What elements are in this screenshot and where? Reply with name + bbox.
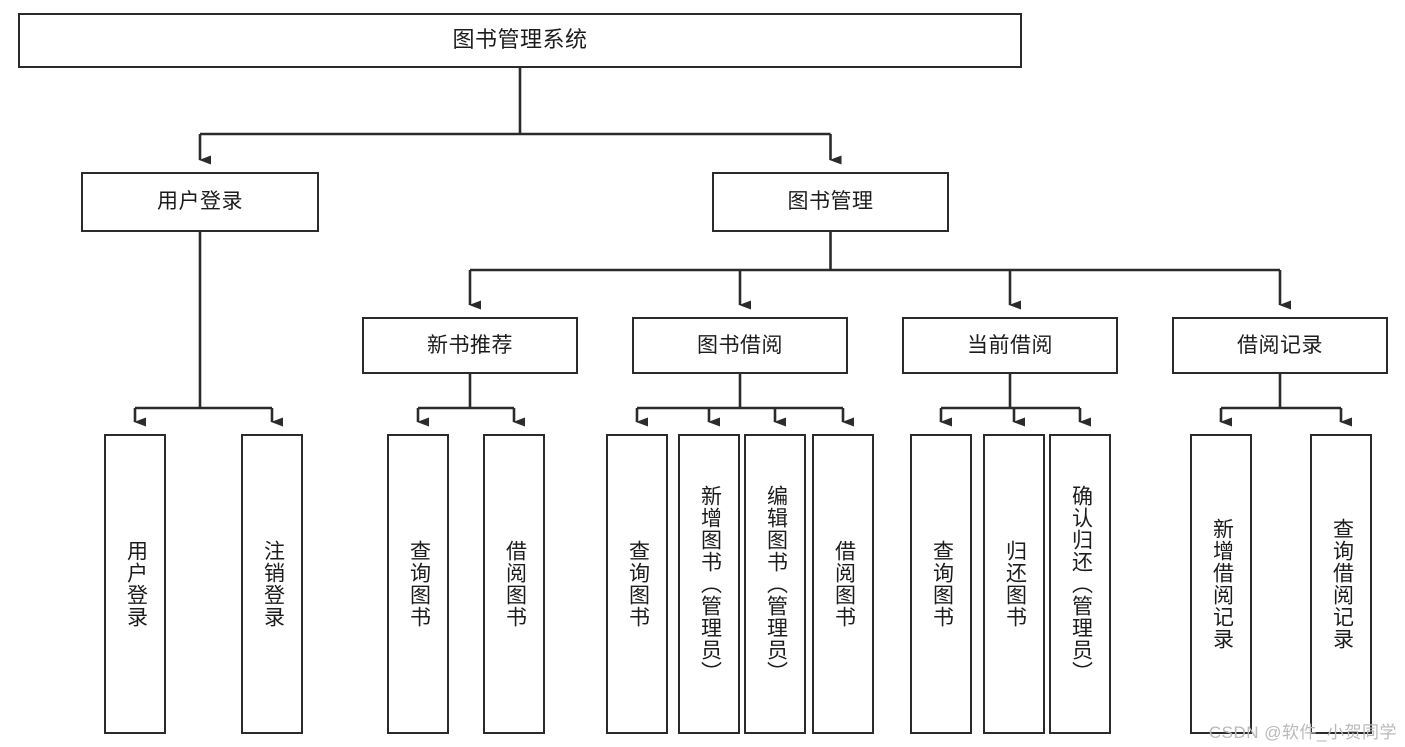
node-label: 图书管理 [787,190,874,214]
node-label: 当前借阅 [967,333,1053,357]
node-label: 用户登录 [124,540,148,628]
node-leaf-2[interactable]: 查询图书 [387,434,449,734]
node-leaf-3[interactable]: 借阅图书 [483,434,545,734]
node-label: 查询图书 [626,540,650,628]
node-leaf-9[interactable]: 归还图书 [983,434,1045,734]
node-label: 借阅图书 [832,540,856,628]
node-label: 查询图书 [930,540,954,628]
node-level3-3[interactable]: 借阅记录 [1172,317,1388,374]
node-leaf-0[interactable]: 用户登录 [104,434,166,734]
node-label: 编辑图书（管理员） [764,485,788,683]
node-label: 借阅图书 [503,540,527,628]
node-level2-0[interactable]: 用户登录 [81,172,319,232]
node-leaf-5[interactable]: 新增图书（管理员） [678,434,740,734]
node-leaf-10[interactable]: 确认归还（管理员） [1049,434,1111,734]
node-leaf-11[interactable]: 新增借阅记录 [1190,434,1252,734]
node-leaf-4[interactable]: 查询图书 [606,434,668,734]
node-leaf-1[interactable]: 注销登录 [241,434,303,734]
node-leaf-8[interactable]: 查询图书 [910,434,972,734]
node-label: 新增借阅记录 [1210,518,1234,650]
node-level3-2[interactable]: 当前借阅 [902,317,1118,374]
node-label: 借阅记录 [1237,333,1323,357]
node-label: 注销登录 [261,540,285,628]
node-level3-1[interactable]: 图书借阅 [632,317,848,374]
node-label: 查询图书 [407,540,431,628]
node-label: 查询借阅记录 [1330,518,1354,650]
watermark-text: CSDN @软件_小贺同学 [1208,723,1397,742]
node-leaf-12[interactable]: 查询借阅记录 [1310,434,1372,734]
node-label: 图书管理系统 [452,27,588,53]
node-root-system[interactable]: 图书管理系统 [18,13,1022,68]
node-label: 用户登录 [157,190,243,214]
node-leaf-6[interactable]: 编辑图书（管理员） [744,434,806,734]
node-label: 新增图书（管理员） [698,485,722,683]
node-label: 归还图书 [1003,540,1027,628]
node-label: 图书借阅 [697,333,783,357]
node-leaf-7[interactable]: 借阅图书 [812,434,874,734]
node-label: 新书推荐 [427,333,513,357]
node-label: 确认归还（管理员） [1069,485,1093,683]
node-level2-1[interactable]: 图书管理 [712,172,949,232]
edge-group [133,68,1352,427]
node-level3-0[interactable]: 新书推荐 [362,317,578,374]
